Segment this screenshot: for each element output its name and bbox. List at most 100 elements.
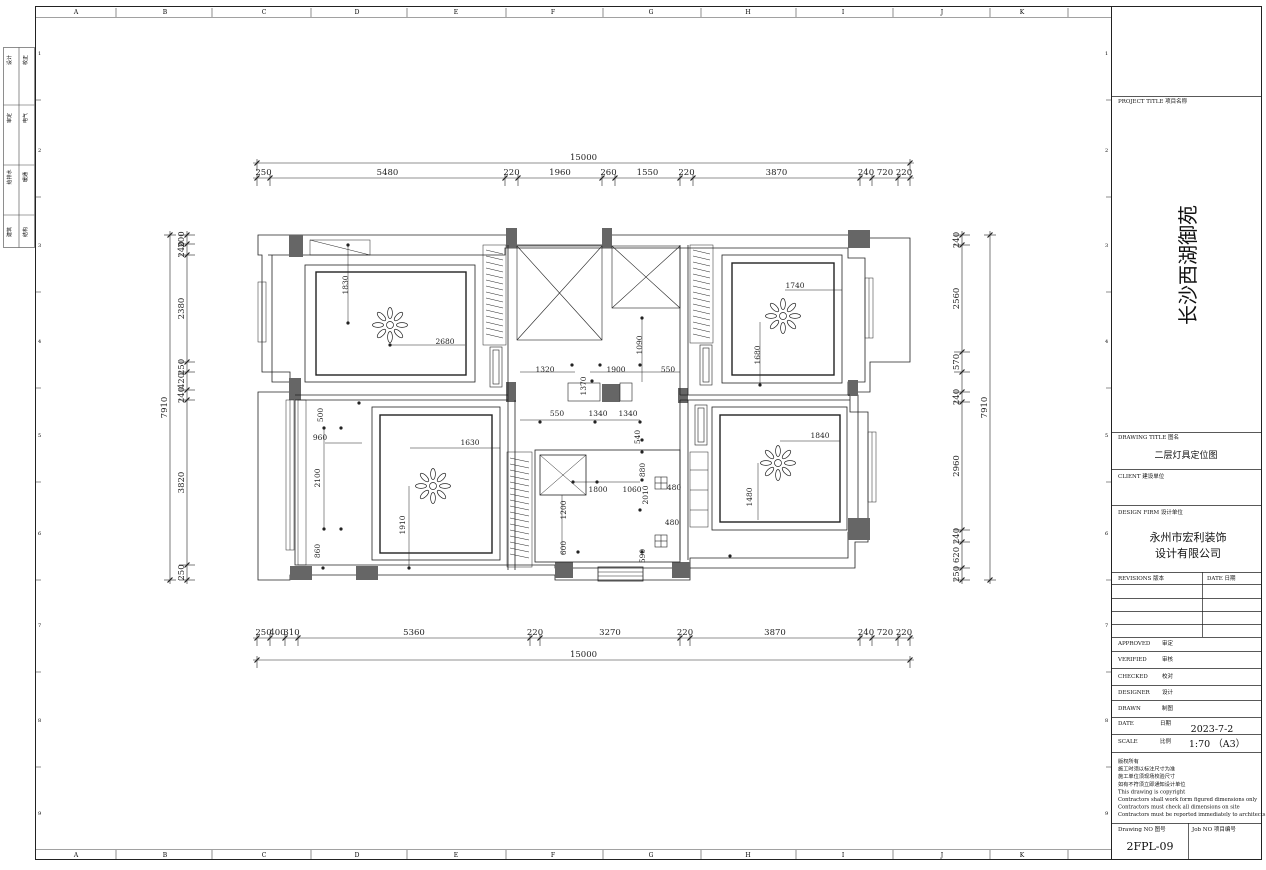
hallway-fixtures — [567, 382, 668, 548]
approval-role-label: CHECKED — [1118, 674, 1148, 680]
drawing-number: 2FPL-09 — [1126, 840, 1173, 853]
exterior-wall-outer — [257, 234, 911, 581]
dimension-label: 3270 — [599, 628, 621, 638]
dimension-label: 240 — [858, 168, 874, 178]
approval-strip-label: 结构 — [22, 227, 29, 237]
inner-dimension-label: 500 — [316, 408, 325, 423]
dimension-label: 220 — [503, 168, 519, 178]
dimension-label: 220 — [678, 168, 694, 178]
wardrobe — [297, 244, 714, 568]
downlight-icon — [593, 420, 597, 424]
downlight-icon — [576, 550, 580, 554]
grid-col-label: F — [551, 9, 555, 16]
scale-label: SCALE — [1118, 739, 1138, 745]
dimension-label: 15000 — [570, 650, 597, 660]
downlight-icon — [598, 363, 602, 367]
downlight-icon — [728, 554, 732, 558]
grid-row-label: 8 — [1105, 718, 1108, 724]
inner-dimension-label: 2100 — [313, 468, 322, 487]
grid-col-label: K — [1020, 9, 1025, 16]
downlight-icon — [322, 527, 326, 531]
grid-col-label: G — [649, 9, 654, 16]
revision-date-label: DATE 日期 — [1207, 575, 1236, 582]
dimension-label: 250 — [952, 566, 962, 582]
approval-strip-label: 暖通 — [22, 172, 29, 182]
grid-row-label: 2 — [1105, 148, 1108, 154]
inner-dimension-label: 590 — [638, 549, 647, 564]
grid-row-label: 4 — [38, 339, 41, 345]
ceiling-frame-bedroom-1 — [304, 264, 476, 383]
outer-frame — [35, 6, 1262, 860]
scale-value: 1:70 （A3） — [1189, 738, 1245, 750]
drawing-title: 二层灯具定位图 — [1154, 449, 1217, 461]
dimension-label: 240 — [952, 389, 962, 405]
window — [257, 239, 877, 551]
downlight-icon — [640, 550, 644, 554]
dimension-label: 3870 — [764, 628, 786, 638]
grid-row-label: 5 — [38, 433, 41, 439]
approval-strip-label: 电气 — [22, 113, 29, 123]
design-firm-name-2: 设计有限公司 — [1155, 546, 1221, 560]
grid-col-label: D — [355, 9, 360, 16]
dimension-label: 15000 — [570, 153, 597, 163]
inner-dimension-label: 2010 — [641, 485, 650, 504]
inner-dimension-label: 480 — [665, 518, 680, 527]
approval-role-cn: 校对 — [1162, 672, 1174, 680]
dimension-label: 310 — [283, 628, 299, 638]
downlight-icon — [339, 527, 343, 531]
inner-dimension-label: 600 — [559, 541, 568, 556]
approval-role-cn: 制图 — [1162, 704, 1174, 712]
dimension-label: 2560 — [952, 288, 962, 310]
grid-col-label: H — [745, 852, 750, 859]
downlight-icon — [638, 363, 642, 367]
chandelier-icon — [760, 445, 796, 481]
inner-dimension-label: 880 — [638, 463, 647, 478]
grid-row-label: 9 — [1105, 811, 1108, 817]
copyright-note-line: 如有不符须立即通知设计单位 — [1118, 780, 1185, 788]
grid-row-label: 7 — [38, 623, 41, 629]
grid-col-label: K — [1020, 852, 1025, 859]
inner-dimension-label: 480 — [667, 483, 682, 492]
dimension-label: 220 — [677, 628, 693, 638]
inner-dimension-label: 1480 — [745, 487, 754, 506]
grid-col-label: J — [940, 9, 944, 16]
approval-strip-label: 审定 — [6, 113, 13, 123]
grid-row-label: 2 — [38, 148, 41, 154]
date-cn: 日期 — [1160, 720, 1172, 727]
downlight-icon — [538, 420, 542, 424]
atrium-void — [516, 245, 681, 341]
downlights — [321, 243, 762, 570]
downlight-icon — [357, 401, 361, 405]
ceiling-frame-bedroom-2 — [721, 254, 843, 384]
date-label: DATE — [1118, 721, 1134, 727]
inner-dimension-label: 1340 — [588, 409, 607, 418]
dimension-label: 5360 — [403, 628, 425, 638]
approval-strip-label: 建筑 — [6, 227, 13, 237]
date-value: 2023-7-2 — [1191, 724, 1234, 735]
chandeliers — [372, 298, 801, 504]
downlight-icon — [640, 438, 644, 442]
ceiling-frame-bedroom-4 — [711, 406, 848, 531]
grid-row-label: 6 — [1105, 531, 1108, 537]
inner-dimension-label: 1630 — [460, 438, 479, 447]
approval-role-label: APPROVED — [1117, 641, 1151, 647]
inner-dimension-label: 2680 — [435, 337, 454, 346]
dimension-label: 240 — [177, 387, 187, 403]
client-label: CLIENT 建设单位 — [1118, 472, 1165, 480]
grid-row-label: 1 — [1105, 51, 1108, 57]
left-total-dimension: 7910 — [160, 231, 176, 584]
grid-col-label: I — [842, 9, 845, 16]
dimension-label: 250 — [255, 168, 271, 178]
chandelier-icon — [765, 298, 801, 334]
air-conditioner-unit — [489, 344, 713, 446]
chandelier-icon — [415, 468, 451, 504]
dimension-label: 720 — [877, 168, 893, 178]
inner-dimension-label: 1060 — [622, 485, 641, 494]
job-no-label: Job NO 项目编号 — [1191, 825, 1236, 833]
inner-dimension-label: 550 — [661, 365, 676, 374]
